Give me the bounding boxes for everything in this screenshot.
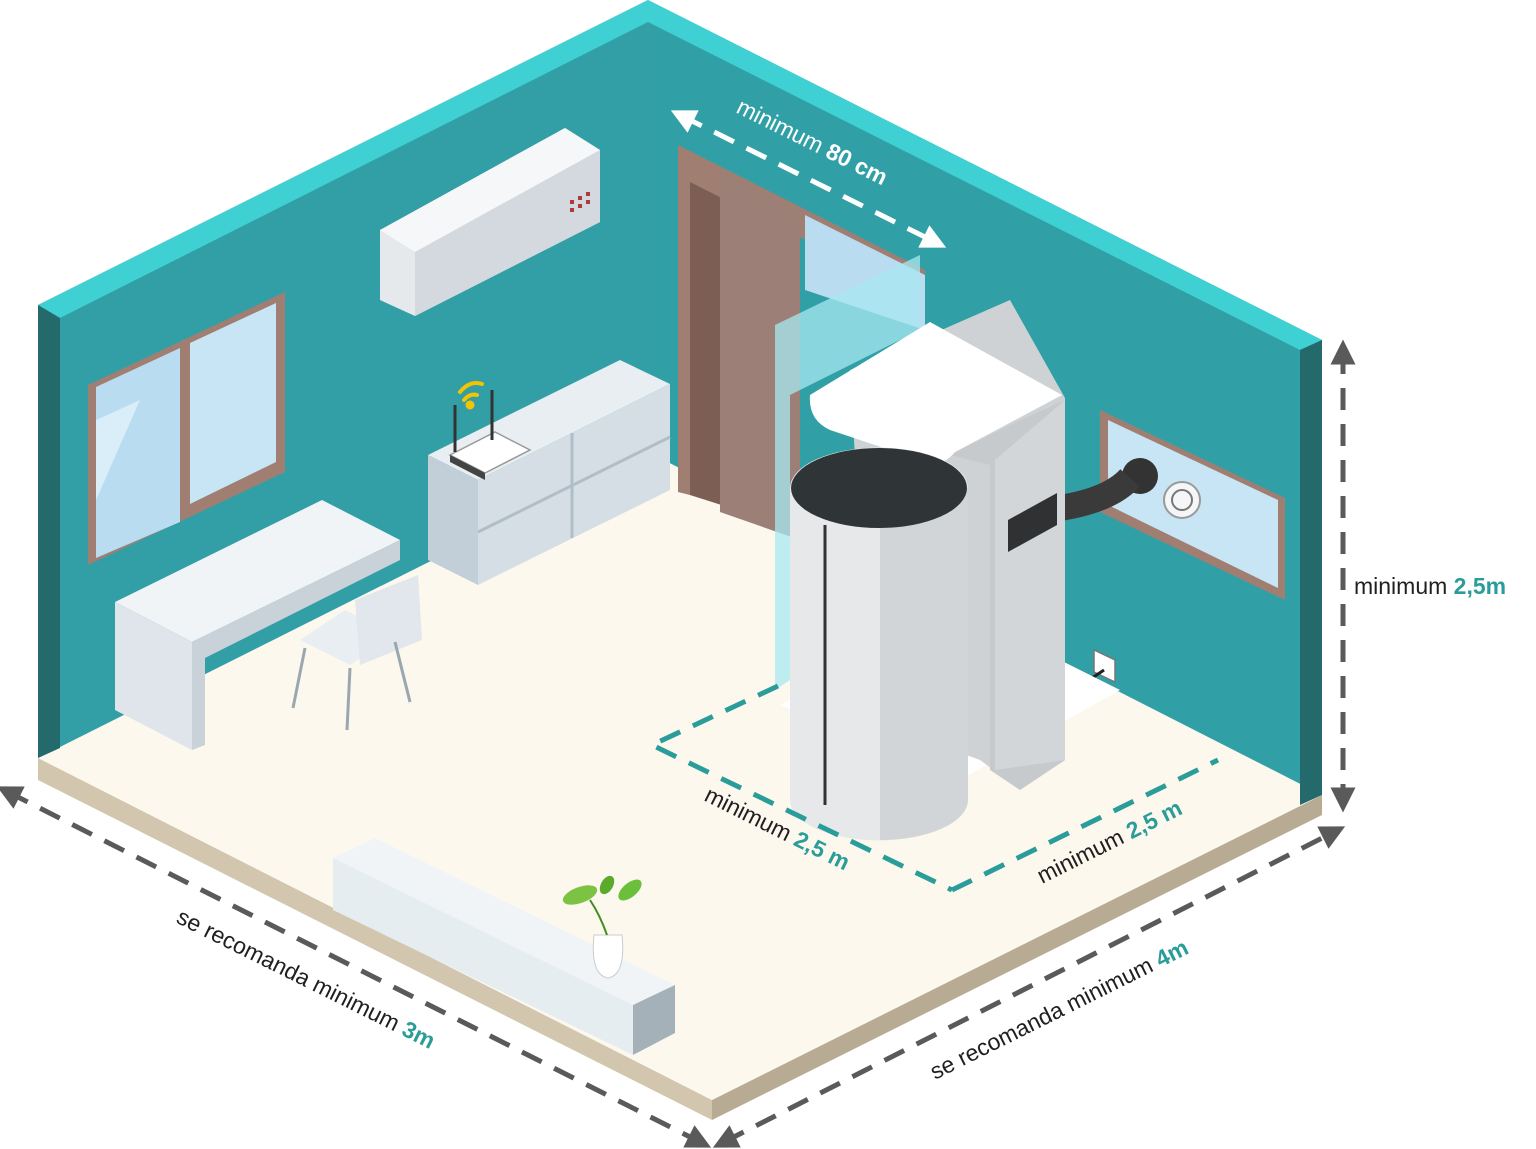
desk — [115, 500, 400, 750]
cryo-chamber — [790, 300, 1065, 841]
wall-top-left — [38, 0, 648, 318]
air-conditioner — [380, 128, 600, 316]
wifi-icon — [458, 381, 484, 410]
room-width-arrow — [0, 786, 712, 1148]
control-panel — [1008, 493, 1057, 552]
wall-top-right — [648, 0, 1322, 350]
glass-partition — [775, 255, 920, 690]
wall-edge-left — [38, 305, 60, 758]
exhaust-hose — [1057, 468, 1140, 521]
wifi-router — [448, 381, 532, 480]
ceiling-height-label: minimum 2,5m — [1354, 573, 1506, 599]
chair — [291, 575, 422, 731]
room-depth-arrow — [712, 826, 1346, 1148]
wall-edge-right — [1300, 340, 1322, 805]
window-left — [88, 292, 285, 565]
vent-grille — [1163, 481, 1201, 519]
door-width-arrow — [670, 110, 947, 248]
